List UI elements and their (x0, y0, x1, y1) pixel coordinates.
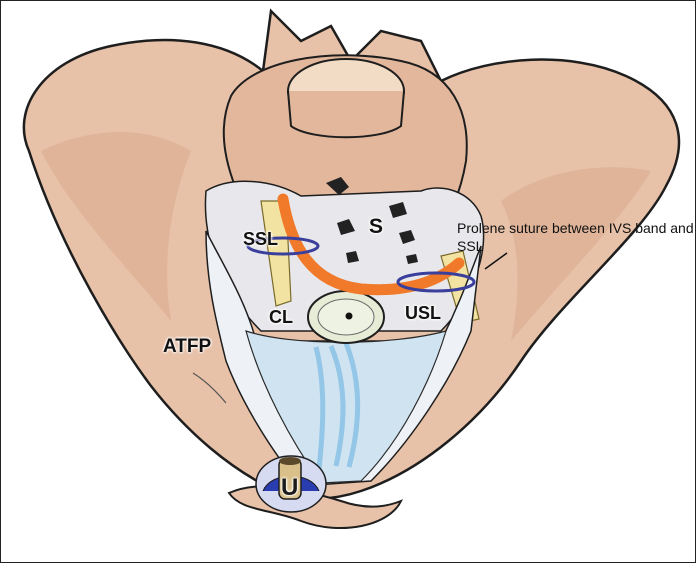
label-atfp: ATFP (163, 336, 212, 357)
bone-shading-right (501, 167, 651, 341)
label-urethra: U (281, 474, 299, 501)
label-ssl: SSL (243, 229, 279, 249)
sacral-foramen (399, 230, 415, 244)
sacral-foramen (346, 251, 359, 263)
sacral-foramen (389, 202, 407, 218)
suture-ring-left (246, 236, 320, 256)
levator-fibers (313, 342, 361, 470)
annotation-prolene-suture: Prolene suture between IVS band and SSL (457, 220, 694, 254)
annotation-leader (484, 252, 508, 270)
suture-ring-right (396, 271, 476, 293)
sacral-foramen (406, 254, 418, 264)
label-sacrum: S (369, 215, 384, 238)
cervical-os (345, 312, 353, 320)
label-usl: USL (405, 303, 441, 323)
urethral-tube-top (279, 457, 301, 465)
sacral-foramen (337, 219, 355, 235)
atfp-line (192, 372, 227, 404)
bone-shading-left (41, 132, 191, 321)
label-cl: CL (269, 307, 293, 327)
vertebral-body (287, 90, 405, 139)
sacral-foramen (326, 177, 349, 195)
